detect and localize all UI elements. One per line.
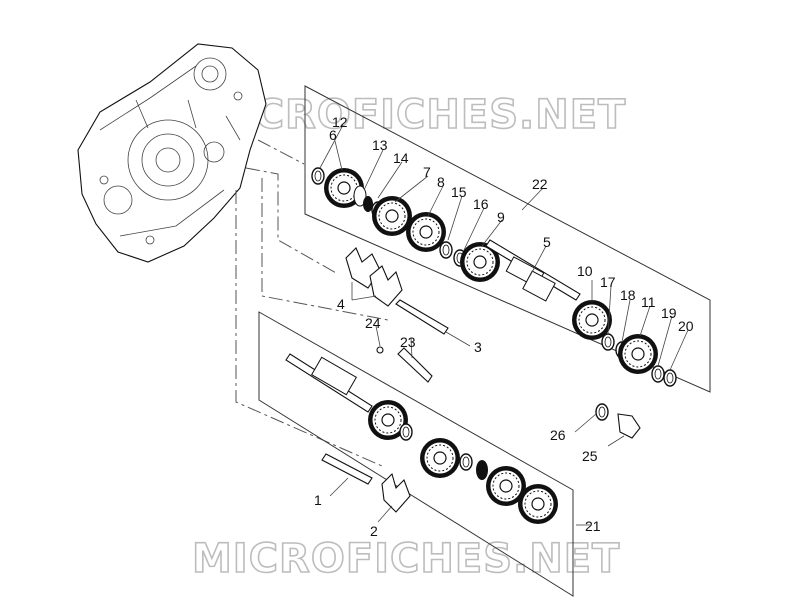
watermark-bottom: MICROFICHES.NET <box>192 536 620 582</box>
callout-21: 21 <box>585 518 601 534</box>
callout-4: 4 <box>337 296 345 312</box>
callout-15: 15 <box>451 184 467 200</box>
callout-25: 25 <box>582 448 598 464</box>
callout-6: 6 <box>329 127 337 143</box>
shift-fork-assembly <box>345 247 449 383</box>
callout-labels: 1 2 3 4 5 6 7 8 9 10 11 12 13 14 15 16 1… <box>314 114 694 539</box>
alignment-lines <box>235 139 389 467</box>
callout-17: 17 <box>600 274 616 290</box>
callout-20: 20 <box>678 318 694 334</box>
callout-3: 3 <box>474 339 482 355</box>
callout-22: 22 <box>532 176 548 192</box>
callout-16: 16 <box>473 196 489 212</box>
upper-shaft-frame <box>304 85 711 393</box>
watermark-top: MICROFICHES.NET <box>198 92 626 138</box>
lower-shaft-parts <box>285 353 641 525</box>
callout-23: 23 <box>400 334 416 350</box>
callout-1: 1 <box>314 492 322 508</box>
callout-9: 9 <box>497 209 505 225</box>
lower-shaft-frame <box>258 311 574 597</box>
callout-5: 5 <box>543 234 551 250</box>
callout-18: 18 <box>620 287 636 303</box>
callout-26: 26 <box>550 427 566 443</box>
callout-2: 2 <box>370 523 378 539</box>
callout-8: 8 <box>437 174 445 190</box>
callout-13: 13 <box>372 137 388 153</box>
callout-11: 11 <box>641 294 656 310</box>
callout-12: 12 <box>332 114 348 130</box>
crankcase-housing <box>77 43 267 263</box>
callout-14: 14 <box>393 150 409 166</box>
leader-lines <box>319 124 689 526</box>
callout-24: 24 <box>365 315 381 331</box>
callout-7: 7 <box>423 164 431 180</box>
callout-19: 19 <box>661 305 677 321</box>
callout-10: 10 <box>577 263 593 279</box>
